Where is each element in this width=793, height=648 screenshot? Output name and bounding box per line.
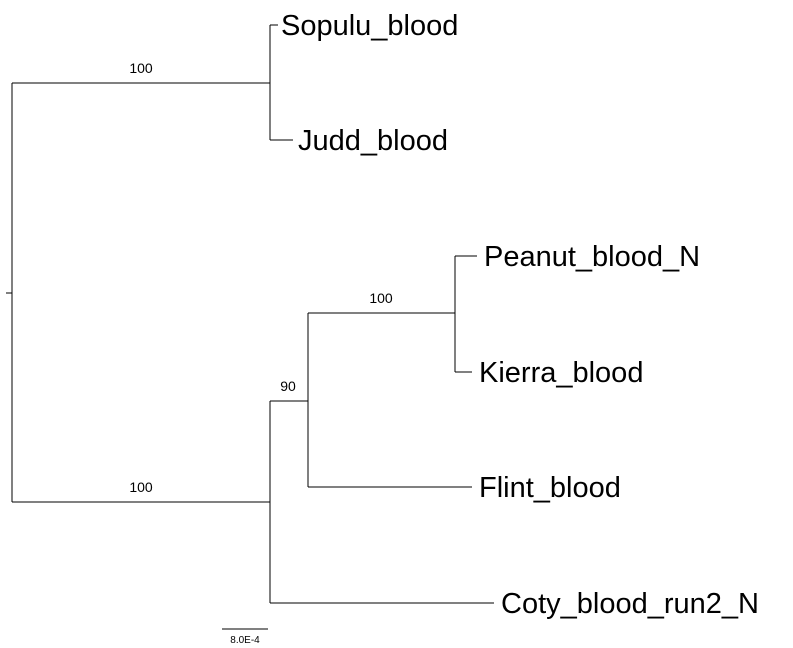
support-label-upper-clade: 100 <box>129 60 153 76</box>
tip-label-coty: Coty_blood_run2_N <box>501 588 759 620</box>
tip-label-judd: Judd_blood <box>298 125 448 157</box>
tip-label-peanut: Peanut_blood_N <box>484 241 700 273</box>
tip-label-flint: Flint_blood <box>479 472 621 504</box>
support-label-inner-clade: 90 <box>280 378 296 394</box>
scale-bar-label: 8.0E-4 <box>230 635 260 646</box>
support-label-lower-clade: 100 <box>129 479 153 495</box>
tip-label-sopulu: Sopulu_blood <box>281 10 458 42</box>
tip-label-kierra: Kierra_blood <box>479 357 643 389</box>
support-label-peanut-kierra: 100 <box>369 290 393 306</box>
